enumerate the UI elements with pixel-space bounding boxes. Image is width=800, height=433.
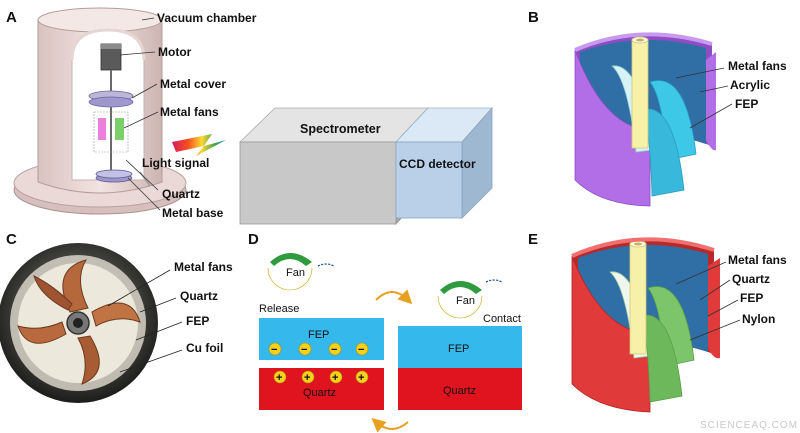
- fan-icon-right-top: [440, 281, 482, 294]
- panel-label-c: C: [6, 231, 17, 248]
- panel-e: E Metal fans Quartz FEP Nylon: [528, 231, 787, 413]
- center-shaft-b: [631, 39, 649, 149]
- panel-label-b: B: [528, 9, 539, 26]
- panel-label-d: D: [248, 231, 259, 248]
- pos-charge-2: +: [304, 372, 310, 384]
- label-metal-fans-a: Metal fans: [160, 105, 219, 119]
- label-vacuum-chamber: Vacuum chamber: [157, 11, 257, 25]
- label-motor: Motor: [158, 45, 192, 59]
- pos-charge-3: +: [332, 372, 338, 384]
- label-quartz-c: Quartz: [180, 289, 218, 303]
- label-ccd-detector: CCD detector: [399, 157, 476, 171]
- label-spectrometer: Spectrometer: [300, 122, 381, 136]
- cu-blade-3: [77, 335, 100, 385]
- positive-charges: + + + +: [273, 370, 369, 384]
- panel-label-a: A: [6, 9, 17, 26]
- panel-c: C Metal fans Quartz FEP Cu foil: [0, 231, 233, 403]
- label-cu-foil: Cu foil: [186, 341, 223, 355]
- pos-charge-4: +: [358, 372, 364, 384]
- label-quartz-right: Quartz: [443, 385, 476, 397]
- panel-label-e: E: [528, 231, 538, 248]
- label-quartz-e: Quartz: [732, 272, 770, 286]
- ccd-detector-box: CCD detector: [395, 106, 493, 219]
- neg-charge-2: −: [301, 344, 307, 356]
- panel-d: D Fan Release FEP − − − − Quartz + + +: [248, 231, 522, 433]
- label-fep-left: FEP: [308, 329, 329, 341]
- label-release: Release: [259, 303, 299, 315]
- label-metal-fans-b: Metal fans: [728, 59, 787, 73]
- metal-fan-b2: [649, 80, 697, 161]
- label-quartz-a: Quartz: [162, 187, 200, 201]
- watermark: SCIENCEAQ.COM: [700, 420, 798, 431]
- cu-blade-4: [17, 321, 67, 344]
- label-light-signal: Light signal: [142, 156, 209, 170]
- label-acrylic: Acrylic: [730, 78, 770, 92]
- center-shaft-e: [629, 243, 647, 355]
- panel-b: B Metal fans Acrylic FEP: [528, 9, 787, 207]
- metal-fan-e2: [647, 286, 695, 367]
- fan-icon-left-top: [270, 253, 312, 266]
- label-metal-fans-c: Metal fans: [174, 260, 233, 274]
- metal-fan-green: [115, 118, 124, 140]
- label-fan-right: Fan: [456, 295, 475, 307]
- cu-blade-1: [62, 259, 89, 313]
- neg-charge-3: −: [331, 344, 337, 356]
- label-fep-c: FEP: [186, 314, 209, 328]
- cu-blade-5: [33, 275, 73, 311]
- cycle-arrow-top: [375, 289, 413, 305]
- panel-a: A Vacuum chambe: [6, 7, 493, 226]
- metal-fan-pink: [98, 118, 106, 140]
- label-contact: Contact: [483, 313, 521, 325]
- quartz-layer-right: [398, 368, 522, 410]
- quartz-tube: [93, 111, 129, 153]
- neg-charge-4: −: [358, 344, 364, 356]
- label-metal-cover: Metal cover: [160, 77, 226, 91]
- fan-icon-right: [437, 295, 483, 319]
- negative-charges: − − − −: [268, 342, 369, 356]
- fep-layer-right: [398, 326, 522, 368]
- label-fan-left: Fan: [286, 267, 305, 279]
- cycle-arrow-bottom: [371, 418, 409, 433]
- neg-charge-1: −: [271, 344, 277, 356]
- label-metal-fans-e: Metal fans: [728, 253, 787, 267]
- label-quartz-left: Quartz: [303, 387, 336, 399]
- label-nylon: Nylon: [742, 312, 775, 326]
- fan-icon-left: [267, 267, 313, 291]
- light-signal-icon: [172, 134, 226, 156]
- label-fep-b: FEP: [735, 97, 758, 111]
- label-metal-base: Metal base: [162, 206, 224, 220]
- pos-charge-1: +: [276, 372, 282, 384]
- label-fep-right: FEP: [448, 343, 469, 355]
- label-fep-e: FEP: [740, 291, 763, 305]
